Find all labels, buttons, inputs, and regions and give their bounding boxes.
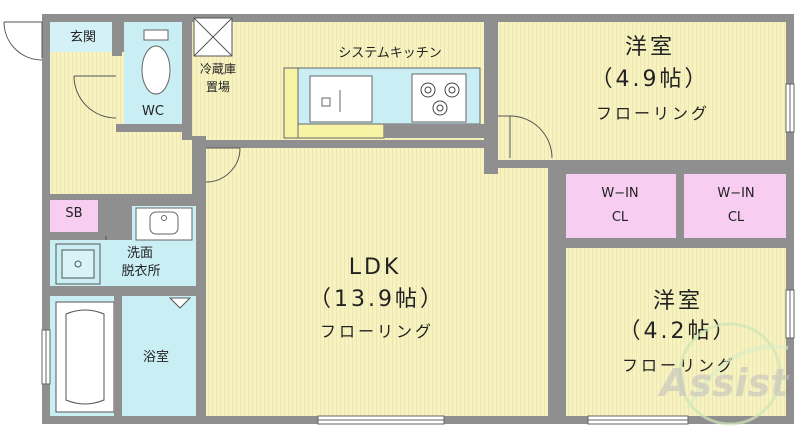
wic-1-label-1: W−IN: [601, 186, 639, 201]
sb-floor: [50, 200, 98, 232]
fridge-label-1: 冷蔵庫: [199, 62, 236, 76]
western-room-1-floor-label: フローリング: [595, 104, 710, 123]
western-room-2-size: （4.2帖）: [618, 319, 738, 344]
wic-2-floor: [684, 174, 786, 238]
western-room-1-size: （4.9帖）: [590, 67, 710, 92]
bathtub: [55, 301, 115, 413]
assist-logo: Assist: [648, 318, 798, 430]
stove: [411, 73, 467, 123]
ldk-floor: [206, 148, 548, 416]
western-room-2-floor: [566, 248, 786, 416]
sb-label: SB: [65, 206, 83, 221]
western-room-1-name: 洋室: [624, 35, 675, 60]
western-room-2-floor-label: フローリング: [621, 356, 736, 375]
laundry-pan: [55, 243, 101, 285]
washroom-label-1: 洗面: [126, 246, 153, 261]
sink: [309, 75, 373, 123]
kitchen-label: システムキッチン: [338, 46, 442, 61]
wic-1-label-2: CL: [611, 210, 629, 225]
entrance-label: 玄関: [69, 30, 96, 45]
washroom-label-2: 脱衣所: [121, 264, 161, 279]
wc-label: WC: [142, 104, 164, 119]
toilet: [141, 29, 171, 95]
ldk-name: LDK: [348, 255, 402, 280]
ldk-floor-label: フローリング: [319, 322, 434, 341]
windows: [41, 83, 795, 425]
bath-label: 浴室: [142, 350, 169, 365]
washbasin: [135, 207, 193, 241]
logo-text: Assist: [657, 361, 790, 405]
wic-2-label-2: CL: [727, 210, 745, 225]
western-room-2-name: 洋室: [652, 289, 703, 314]
doors: [3, 21, 553, 240]
wic-2-label-1: W−IN: [717, 186, 755, 201]
wic-1-floor: [566, 174, 676, 238]
entrance-floor: [50, 22, 112, 52]
ldk-size: （13.9帖）: [309, 287, 445, 312]
fridge-label-2: 置場: [205, 80, 230, 94]
